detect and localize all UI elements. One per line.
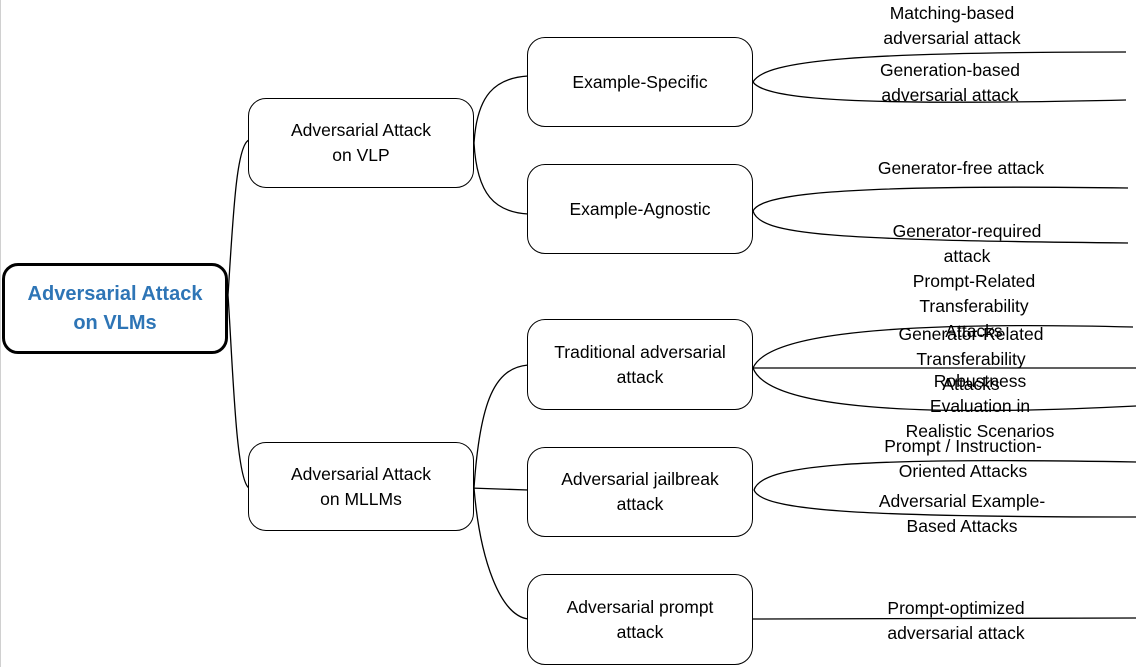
edge-vlp-specific xyxy=(473,75,529,144)
node-adversarial-jailbreak-attack: Adversarial jailbreak attack xyxy=(527,447,753,537)
leaf-robustness-evaluation: Robustness Evaluation in Realistic Scena… xyxy=(905,371,1055,441)
edge-agnostic-required xyxy=(752,210,1129,244)
edge-jailbreak-example xyxy=(753,489,1137,518)
leaf-prompt-related-transferability: Prompt-Related Transferability Attacks xyxy=(912,271,1036,341)
node-attack-on-mllms: Adversarial Attack on MLLMs xyxy=(248,442,474,531)
node-attack-on-vlp: Adversarial Attack on VLP xyxy=(248,98,474,188)
leaf-prompt-optimized: Prompt-optimized adversarial attack xyxy=(887,598,1025,643)
node-example-agnostic: Example-Agnostic xyxy=(527,164,753,254)
edge-specific-generation xyxy=(752,81,1127,103)
edge-specific-matching xyxy=(752,51,1127,83)
leaf-adversarial-example-based: Adversarial Example-Based Attacks xyxy=(878,491,1046,536)
edge-root-vlp xyxy=(227,139,250,296)
edge-mllms-prompt xyxy=(473,487,529,620)
root-node: Adversarial Attack on VLMs xyxy=(2,263,228,354)
edge-mllms-traditional xyxy=(473,364,529,489)
edge-root-mllms xyxy=(227,294,250,489)
edge-traditional-robustness xyxy=(752,367,1137,412)
edge-mllms-jailbreak xyxy=(469,487,529,491)
leaf-prompt-instruction-oriented: Prompt / Instruction-Oriented Attacks xyxy=(884,436,1042,481)
page-edge xyxy=(0,0,1,667)
node-example-specific: Example-Specific xyxy=(527,37,753,127)
leaf-generator-required: Generator-required attack xyxy=(892,221,1042,266)
edge-agnostic-free xyxy=(752,186,1129,212)
node-traditional-adversarial-attack: Traditional adversarial attack xyxy=(527,319,753,410)
leaf-generation-based: Generation-based adversarial attack xyxy=(879,60,1021,105)
leaf-generator-related-transferability: Generator-Related Transferability Attack… xyxy=(898,324,1044,394)
edge-vlp-agnostic xyxy=(473,142,529,215)
edge-prompt-optimized xyxy=(752,617,1137,620)
edge-traditional-prompt xyxy=(752,324,1134,369)
leaf-matching-based: Matching-based adversarial attack xyxy=(883,3,1021,48)
edge-jailbreak-instruction xyxy=(753,459,1137,491)
node-adversarial-prompt-attack: Adversarial prompt attack xyxy=(527,574,753,665)
leaf-generator-free: Generator-free attack xyxy=(877,158,1045,178)
